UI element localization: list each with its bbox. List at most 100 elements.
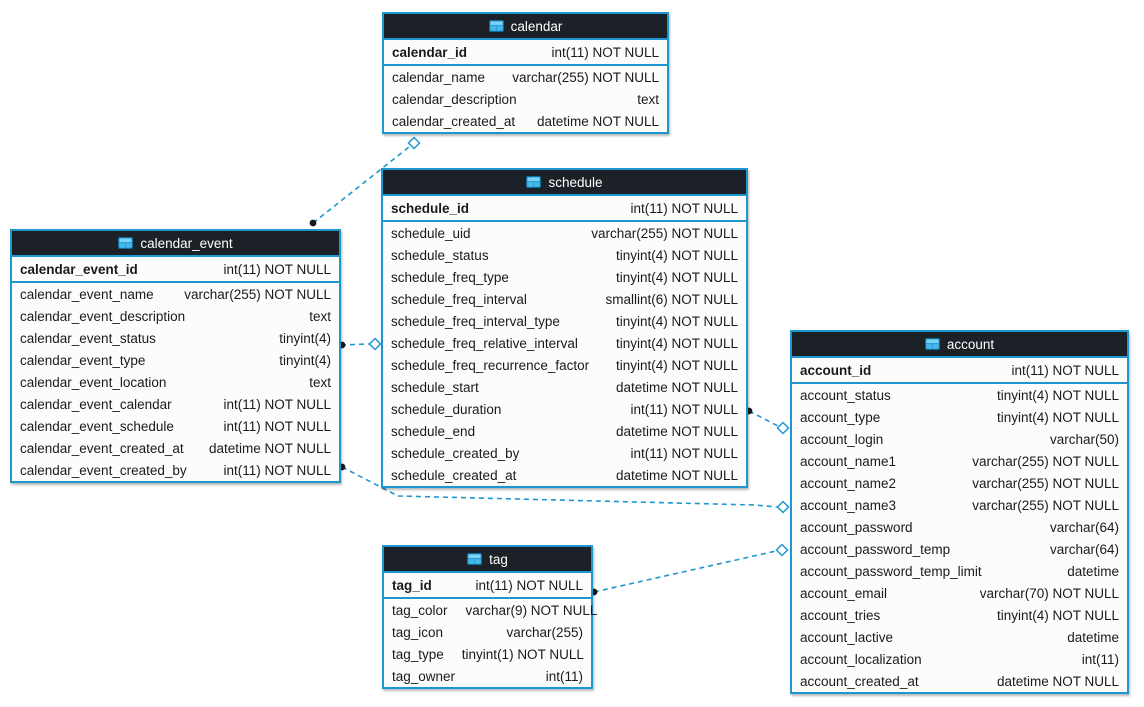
column-type: int(11) NOT NULL — [223, 396, 331, 412]
column-name: account_created_at — [800, 673, 919, 689]
cardinality-diamond-icon — [776, 421, 790, 435]
column-name: account_name3 — [800, 497, 897, 513]
relationship-line[interactable] — [312, 146, 410, 224]
table-icon — [924, 338, 940, 350]
table-icon — [526, 176, 542, 188]
cardinality-diamond-icon — [368, 337, 382, 351]
column-type: varchar(70) NOT NULL — [979, 585, 1119, 601]
table-icon — [118, 237, 134, 249]
table-icon — [924, 338, 940, 350]
column-name: tag_icon — [392, 624, 444, 640]
column-type: datetime NOT NULL — [615, 423, 738, 439]
relationship-line[interactable] — [340, 343, 370, 346]
table-header[interactable]: schedule — [383, 170, 746, 196]
column-name: calendar_name — [392, 69, 486, 85]
column-name: calendar_event_type — [20, 352, 146, 368]
column-type: varchar(255) — [506, 624, 583, 640]
table-header[interactable]: calendar_event — [12, 231, 339, 257]
column-name: calendar_event_created_at — [20, 440, 184, 456]
column-name: schedule_start — [391, 379, 479, 395]
column-name: account_tries — [800, 607, 881, 623]
cardinality-diamond-icon — [776, 500, 790, 514]
table-column-row: tag_icon varchar(255) — [384, 621, 591, 643]
column-type: varchar(255) NOT NULL — [512, 69, 659, 85]
column-type: int(11) NOT NULL — [630, 401, 738, 417]
column-name: calendar_event_schedule — [20, 418, 174, 434]
column-type: tinyint(1) NOT NULL — [461, 646, 584, 662]
column-name: account_login — [800, 431, 884, 447]
column-type: varchar(255) NOT NULL — [184, 286, 331, 302]
column-name: account_localization — [800, 651, 922, 667]
table-header[interactable]: account — [792, 332, 1127, 358]
column-type: tinyint(4) NOT NULL — [996, 607, 1119, 623]
column-name: account_name2 — [800, 475, 897, 491]
table-column-row: calendar_name varchar(255) NOT NULL — [384, 66, 667, 88]
column-type: datetime — [1067, 563, 1119, 579]
table-title: tag — [489, 551, 508, 567]
column-name: calendar_event_calendar — [20, 396, 172, 412]
column-type: varchar(64) — [1049, 519, 1119, 535]
column-name: account_name1 — [800, 453, 897, 469]
column-name: account_password — [800, 519, 913, 535]
relationship-line[interactable] — [593, 550, 777, 593]
column-type: varchar(50) — [1049, 431, 1119, 447]
relationship-line[interactable] — [341, 466, 778, 508]
column-name: calendar_created_at — [392, 113, 516, 129]
column-name: schedule_freq_recurrence_factor — [391, 357, 590, 373]
column-type: tinyint(4) — [279, 330, 331, 346]
table-title: calendar_event — [140, 235, 233, 251]
table-column-row: schedule_uid varchar(255) NOT NULL — [383, 222, 746, 244]
column-name: schedule_id — [391, 200, 470, 216]
table-title: account — [946, 336, 995, 352]
table-icon — [526, 176, 542, 188]
column-name: calendar_event_created_by — [20, 462, 187, 478]
column-type: datetime NOT NULL — [615, 379, 738, 395]
column-type: int(11) NOT NULL — [551, 44, 659, 60]
column-type: smallint(6) NOT NULL — [605, 291, 738, 307]
column-type: varchar(255) NOT NULL — [591, 225, 738, 241]
column-type: text — [637, 91, 659, 107]
table-column-row: schedule_start datetime NOT NULL — [383, 376, 746, 398]
table-column-row: account_login varchar(50) — [792, 428, 1127, 450]
column-type: int(11) NOT NULL — [1011, 362, 1119, 378]
table-header[interactable]: calendar — [384, 14, 667, 40]
column-name: schedule_freq_relative_interval — [391, 335, 578, 351]
column-type: varchar(64) — [1049, 541, 1119, 557]
column-name: calendar_id — [392, 44, 468, 60]
column-name: schedule_end — [391, 423, 476, 439]
column-name: account_status — [800, 387, 891, 403]
column-name: account_lactive — [800, 629, 894, 645]
table-header[interactable]: tag — [384, 547, 591, 573]
column-name: tag_color — [392, 602, 448, 618]
column-type: int(11) — [545, 668, 583, 684]
table-calendar[interactable]: calendar calendar_id int(11) NOT NULL calen… — [382, 12, 669, 134]
column-name: schedule_created_at — [391, 467, 517, 483]
column-type: tinyint(4) NOT NULL — [996, 409, 1119, 425]
column-name: schedule_status — [391, 247, 489, 263]
column-name: schedule_uid — [391, 225, 471, 241]
relationship-line[interactable] — [748, 410, 779, 427]
column-name: tag_type — [392, 646, 444, 662]
